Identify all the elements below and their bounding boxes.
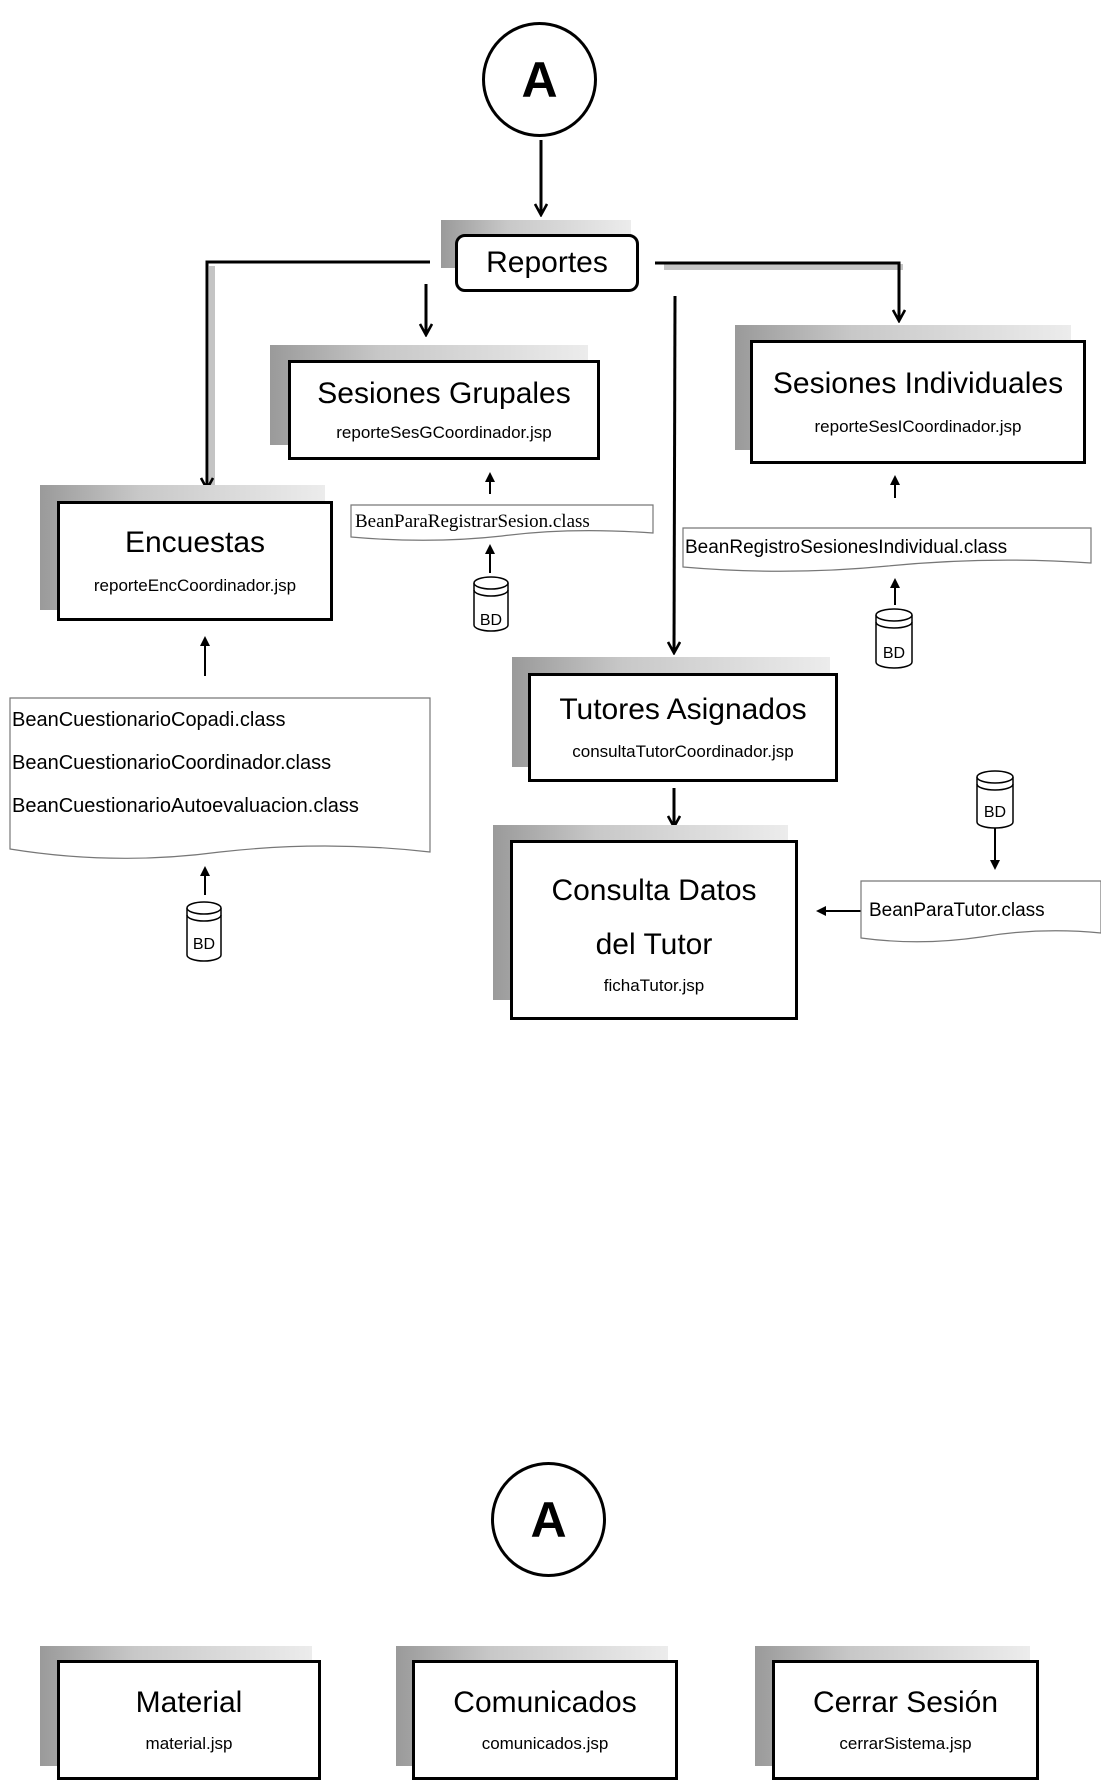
document-shape-bean-grupal (350, 504, 654, 541)
database-icon-encuestas (186, 901, 222, 962)
bean-encuestas-1: BeanCuestionarioCoordinador.class (12, 752, 332, 774)
sesiones-grupales-title: Sesiones Grupales (317, 376, 571, 410)
cerrar-sesion-title: Cerrar Sesión (812, 1685, 999, 1719)
sesiones-grupales-node[interactable]: Sesiones Grupales reporteSesGCoordinador… (288, 360, 600, 460)
comunicados-title: Comunicados (453, 1685, 637, 1719)
database-icon-individual (875, 608, 913, 669)
comunicados-file: comunicados.jsp (481, 1734, 609, 1754)
document-shape-bean-tutor (860, 880, 1101, 943)
sesiones-individuales-node[interactable]: Sesiones Individuales reporteSesICoordin… (750, 340, 1086, 464)
db-encuestas-label: BD (192, 936, 216, 953)
database-icon-tutor (976, 770, 1014, 829)
document-shape-bean-individual (682, 527, 1092, 572)
arrow-to-tutores-asignados (674, 295, 675, 652)
tutores-asignados-node[interactable]: Tutores Asignados consultaTutorCoordinad… (528, 673, 838, 782)
db-grupal-label: BD (479, 612, 503, 629)
bean-tutor-label: BeanParaTutor.class (869, 900, 1045, 921)
db-tutor-label: BD (983, 804, 1007, 821)
bean-individual-label: BeanRegistroSesionesIndividual.class (685, 537, 1008, 558)
connector-a-top: A (482, 22, 597, 137)
bean-encuestas-2: BeanCuestionarioAutoevaluacion.class (12, 795, 359, 817)
tutores-asignados-title: Tutores Asignados (559, 693, 807, 727)
connector-a-bottom: A (491, 1462, 606, 1577)
document-shape-beans-encuestas (9, 697, 431, 859)
encuestas-file: reporteEncCoordinador.jsp (93, 576, 297, 596)
material-node[interactable]: Material material.jsp (57, 1660, 321, 1780)
material-title: Material (135, 1685, 243, 1719)
connector-a-top-label: A (521, 51, 558, 108)
arrow-to-sesiones-individuales (655, 261, 899, 320)
consulta-datos-file: fichaTutor.jsp (603, 976, 705, 995)
consulta-datos-title-2: del Tutor (595, 928, 713, 961)
encuestas-node[interactable]: Encuestas reporteEncCoordinador.jsp (57, 501, 333, 621)
consulta-datos-title-1: Consulta Datos (551, 874, 757, 907)
reportes-label: Reportes (486, 245, 608, 279)
consulta-datos-node[interactable]: Consulta Datos del Tutor fichaTutor.jsp (510, 840, 798, 1020)
comunicados-node[interactable]: Comunicados comunicados.jsp (412, 1660, 678, 1780)
encuestas-title: Encuestas (124, 525, 266, 559)
cerrar-sesion-node[interactable]: Cerrar Sesión cerrarSistema.jsp (772, 1660, 1039, 1780)
database-icon-grupal (473, 576, 509, 632)
bean-grupal-label: BeanParaRegistrarSesion.class (355, 511, 590, 532)
connector-lines (9, 140, 1101, 962)
db-individual-label: BD (882, 645, 906, 662)
reportes-node[interactable]: Reportes (455, 234, 639, 292)
sesiones-individuales-title: Sesiones Individuales (772, 366, 1064, 400)
cerrar-sesion-file: cerrarSistema.jsp (839, 1734, 972, 1754)
sesiones-individuales-file: reporteSesICoordinador.jsp (814, 417, 1022, 437)
tutores-asignados-file: consultaTutorCoordinador.jsp (572, 741, 794, 761)
sesiones-grupales-file: reporteSesGCoordinador.jsp (336, 423, 552, 443)
connector-a-bottom-label: A (530, 1491, 567, 1548)
material-file: material.jsp (145, 1734, 233, 1754)
arrow-to-encuestas (207, 260, 430, 488)
bean-encuestas-0: BeanCuestionarioCopadi.class (12, 709, 286, 731)
